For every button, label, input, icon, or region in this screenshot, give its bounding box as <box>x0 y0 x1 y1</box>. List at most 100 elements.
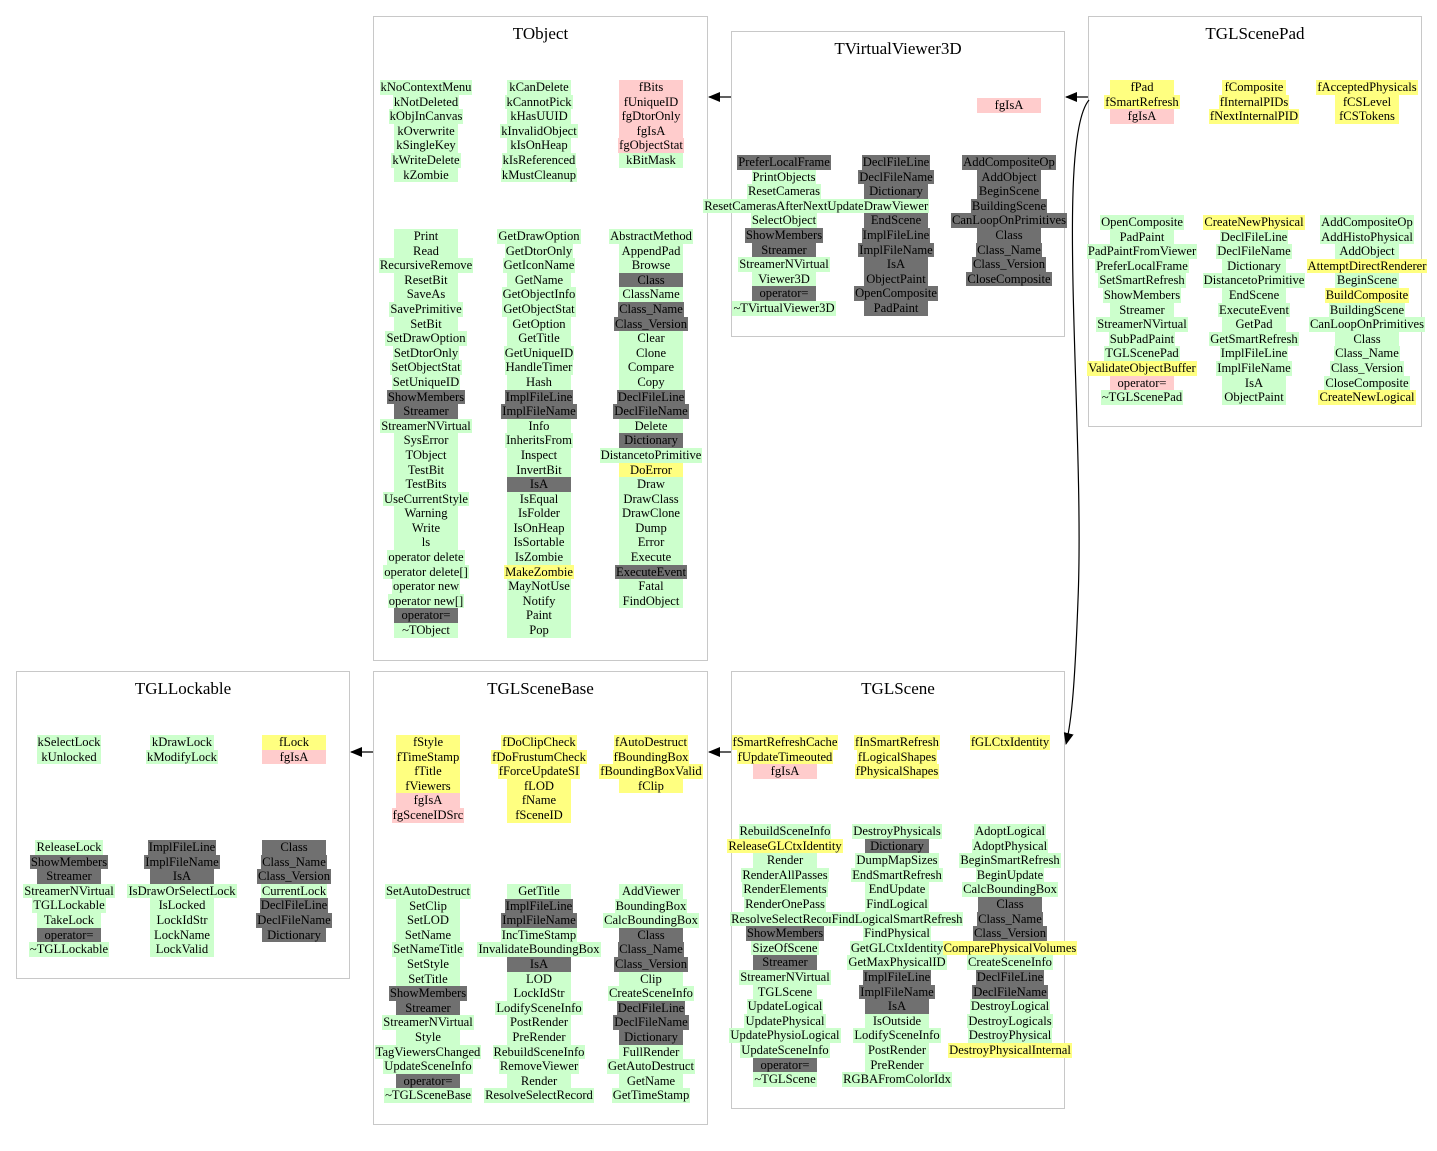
member-label: AddObject <box>1335 244 1399 259</box>
member-label: kIsOnHeap <box>507 138 571 153</box>
class-title-tgllockable: TGLLockable <box>134 679 232 698</box>
member-label: fSmartRefreshCache <box>731 735 839 750</box>
class-member: fgIsA <box>204 749 384 765</box>
class-member: Write <box>336 520 516 536</box>
class-member: SetBit <box>336 316 516 332</box>
class-member: DoError <box>561 462 741 478</box>
member-label: BeginScene <box>977 184 1041 199</box>
class-member: GetTitle <box>449 331 629 346</box>
class-member: Class_Name <box>920 911 1100 927</box>
class-title-tglscenebase: TGLSceneBase <box>487 679 594 698</box>
member-label: DeclFileLine <box>861 155 931 170</box>
member-label: Browse <box>619 258 683 273</box>
member-label: GetTitle <box>507 884 571 899</box>
class-member: kCanDelete <box>449 80 629 95</box>
member-label: TagViewersChanged <box>374 1044 482 1060</box>
member-label: Render <box>753 853 817 868</box>
member-label: AddCompositeOp <box>962 155 1056 170</box>
member-label: GetObjectInfo <box>501 287 577 302</box>
class-member: fInSmartRefresh <box>807 735 987 750</box>
member-label: Dictionary <box>619 433 683 448</box>
class-member: Dictionary <box>1164 258 1344 274</box>
member-label: DestroyPhysical <box>967 1028 1053 1043</box>
class-member: UpdateLogical <box>695 999 875 1014</box>
member-label: Class <box>977 227 1041 243</box>
class-member: Execute <box>561 550 741 565</box>
member-label: ImplFileName <box>1216 360 1292 376</box>
class-member: BeginScene <box>1277 273 1437 288</box>
class-member: ResolveSelectRecord <box>449 1088 629 1103</box>
class-member: PreRender <box>807 1057 987 1073</box>
class-member: ResetCameras <box>694 184 874 199</box>
class-member: DeclFileName <box>806 169 986 185</box>
member-label: Dictionary <box>865 838 929 854</box>
class-member: Paint <box>449 608 629 624</box>
member-label: ImplFileName <box>501 404 577 419</box>
class-member: IsEqual <box>449 491 629 507</box>
class-member: ExecuteEvent <box>561 564 741 580</box>
class-member: kWriteDelete <box>336 152 516 168</box>
member-label: EndSmartRefresh <box>851 867 943 883</box>
member-label: ResetBit <box>394 272 458 288</box>
class-member: SavePrimitive <box>336 301 516 317</box>
class-member: CanLoopOnPrimitives <box>1277 317 1437 332</box>
class-member: fUniqueID <box>561 94 741 110</box>
member-label: TakeLock <box>37 912 101 928</box>
member-label: Class_Name <box>618 301 684 317</box>
class-member: ComparePhysicalVolumes <box>920 940 1100 956</box>
class-member: LockIdStr <box>449 986 629 1001</box>
member-label: SetNameTitle <box>392 942 464 957</box>
class-member: UpdatePhysical <box>695 1013 875 1029</box>
member-label: DrawViewer <box>862 198 930 214</box>
class-member: Streamer <box>695 955 875 970</box>
member-label: StreamerNVirtual <box>739 969 831 985</box>
class-member: SaveAs <box>336 287 516 302</box>
member-label: EndScene <box>1222 287 1286 303</box>
class-member: fBoundingBox <box>561 749 741 765</box>
member-label: ImplFileLine <box>861 227 931 243</box>
member-label: DeclFileLine <box>616 389 686 405</box>
member-label: FindPhysical <box>863 926 931 941</box>
class-member: DeclFileName <box>561 404 741 419</box>
member-label: Class <box>619 927 683 943</box>
member-label: Dictionary <box>262 927 326 943</box>
class-member: PostRender <box>449 1015 629 1030</box>
member-label: LOD <box>507 971 571 987</box>
class-member: ImplFileName <box>1164 360 1344 376</box>
member-label: UpdateSceneInfo <box>383 1059 473 1074</box>
class-member: ShowMembers <box>336 389 516 405</box>
member-label: fViewers <box>396 778 460 794</box>
member-label: Pop <box>507 623 571 638</box>
member-label: fgIsA <box>619 123 683 139</box>
member-label: kModifyLock <box>146 749 218 765</box>
class-member: ShowMembers <box>338 986 518 1001</box>
class-member: kCannotPick <box>449 94 629 110</box>
class-member: operator= <box>694 286 874 301</box>
class-member: Class <box>204 840 384 855</box>
class-member: IsA <box>449 956 629 972</box>
class-member: Dictionary <box>561 1029 741 1045</box>
class-member: SetSmartRefresh <box>1052 273 1232 288</box>
member-label: ImplFileName <box>859 984 935 1000</box>
member-label: Dictionary <box>864 184 928 199</box>
member-label: AbstractMethod <box>609 229 693 244</box>
class-member: fPhysicalShapes <box>807 764 987 779</box>
member-label: Class <box>978 896 1042 912</box>
class-member: operator= <box>1052 375 1232 391</box>
member-label: fBoundingBox <box>612 749 690 765</box>
class-member: DrawClone <box>561 506 741 521</box>
class-member: Clone <box>561 345 741 361</box>
class-member: IsA <box>449 477 629 492</box>
member-label: GetObjectStat <box>502 301 576 317</box>
member-label: ~TGLScenePad <box>1100 390 1184 405</box>
member-column: fgIsA <box>919 98 1099 113</box>
class-member: DrawClass <box>561 491 741 507</box>
class-member: fStyle <box>338 735 518 750</box>
class-member: InheritsFrom <box>449 433 629 448</box>
